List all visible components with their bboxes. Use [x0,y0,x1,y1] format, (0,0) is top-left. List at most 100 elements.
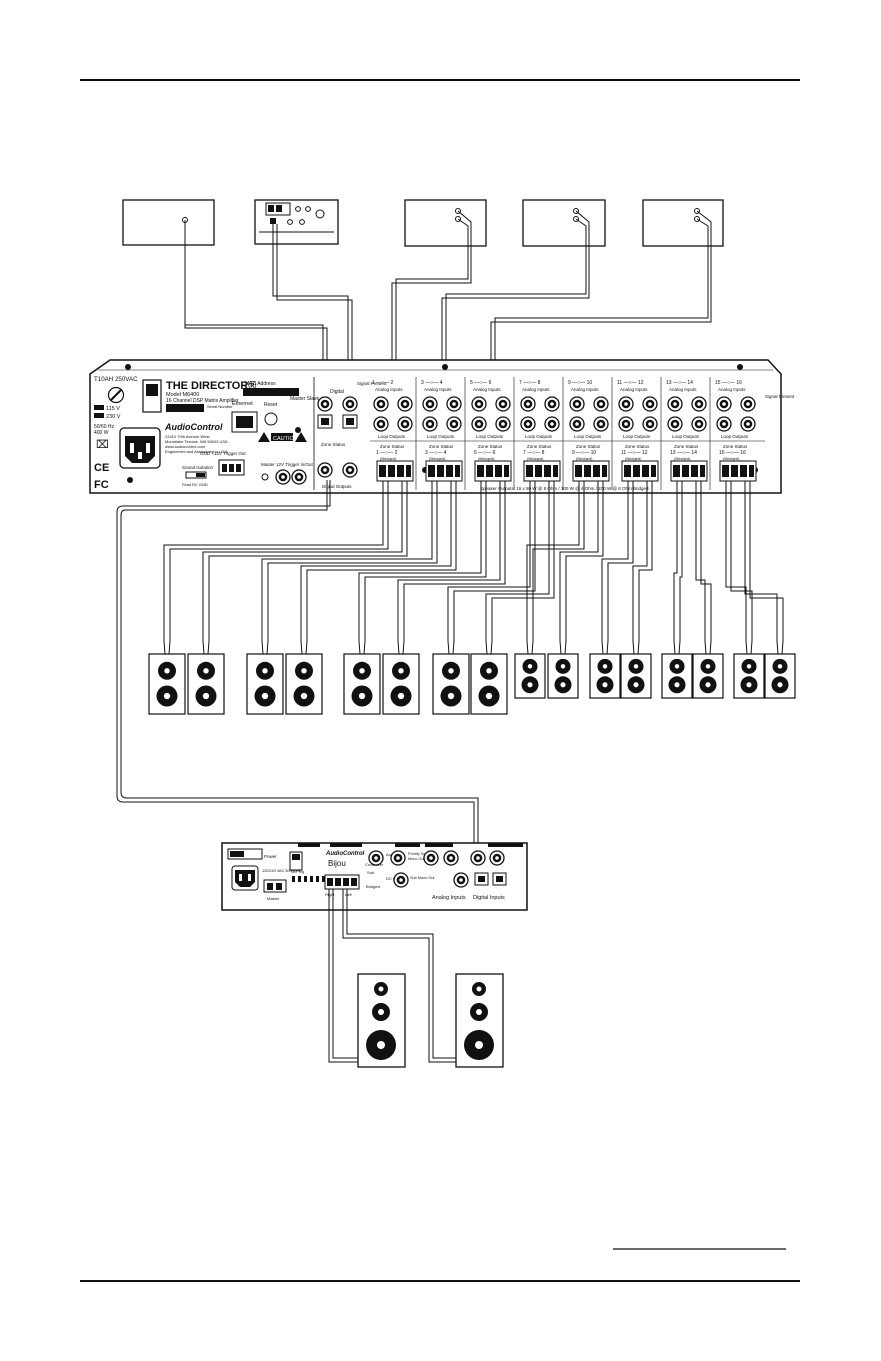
svg-text:Digital Inputs: Digital Inputs [473,895,505,901]
channel-group-5-6: 5 —○— 6 Analog Inputs Loop Outputs Zone … [470,380,512,482]
svg-text:Loop Outputs: Loop Outputs [721,434,749,439]
svg-text:15 —○— 16: 15 —○— 16 [715,380,742,386]
speaker-wire [632,481,648,655]
speaker-12 [620,653,652,699]
svg-text:Right: Right [325,892,335,897]
svg-text:Mountlake Terrace, WA 98043 US: Mountlake Terrace, WA 98043 USA [165,439,228,444]
svg-text:12V Trig: 12V Trig [291,870,304,874]
speaker-13 [661,653,693,699]
speaker-16 [764,653,796,699]
speaker-wire [266,481,438,655]
mac-address-box [243,388,299,396]
weee-icon: ⌧ [96,439,109,451]
speaker-wire [749,481,784,655]
speaker-wire [261,481,433,655]
speaker-wire [305,481,457,655]
svg-text:Master 12V Trigger In/Out: Master 12V Trigger In/Out [261,462,314,467]
speaker-wire [637,481,653,655]
speaker-wire [358,481,482,655]
svg-text:Sound Isolation: Sound Isolation [182,465,214,470]
speaker-wire [168,481,389,655]
svg-text:1 —○— 2: 1 —○— 2 [372,380,394,386]
warning-icon-2 [295,432,307,442]
svg-text:9 —○— 10: 9 —○— 10 [572,450,596,456]
svg-text:Bridged: Bridged [366,884,380,889]
speaker-wire [363,481,487,655]
svg-text:GND +12V Trigger Out: GND +12V Trigger Out [200,451,246,456]
director-amplifier: T10AH 250VAC 115 V 230 V 50/60 Hz 400 W … [89,359,795,494]
speaker-2 [187,653,225,715]
reset-button[interactable] [264,412,278,426]
svg-text:Priority Source: Priority Source [408,852,433,856]
speaker-wire [730,481,753,655]
svg-text:Loop Outputs: Loop Outputs [525,434,553,439]
speaker-wires [163,481,784,655]
svg-text:11 —○— 12: 11 —○— 12 [621,450,648,456]
svg-text:13 —○— 14: 13 —○— 14 [666,380,693,386]
svg-text:Zone Status: Zone Status [723,444,748,449]
bijou-speaker-left [357,973,406,1068]
svg-text:(Bridged): (Bridged) [723,456,740,461]
svg-text:Power: Power [264,854,277,859]
channel-group-9-10: 9 —○— 10 Analog Inputs Loop Outputs Zone… [568,380,610,482]
channel-group-1-2: 1 —○— 2 Analog Inputs Loop Outputs Zone … [372,380,414,482]
speaker-wire [202,481,403,655]
svg-text:Zone Status: Zone Status [625,444,650,449]
source-cables [184,210,712,398]
svg-text:Mono Out: Mono Out [408,857,426,861]
svg-text:Analog Inputs: Analog Inputs [620,387,648,392]
channel-group-11-12: 11 —○— 12 Analog Inputs Loop Outputs Zon… [617,380,659,482]
bijou-speaker-terminal[interactable] [324,874,360,890]
svg-text:(Bridged): (Bridged) [527,456,544,461]
speaker-wire [485,481,550,655]
svg-text:Zone Status: Zone Status [576,444,601,449]
svg-text:Analog Inputs: Analog Inputs [432,895,466,901]
svg-text:Signal Present: Signal Present [357,381,387,386]
svg-text:15 —○— 16: 15 —○— 16 [719,450,746,456]
speaker-wire [300,481,452,655]
svg-text:Model M6400: Model M6400 [166,392,199,398]
svg-text:(Bridged): (Bridged) [576,456,593,461]
svg-text:(Bridged): (Bridged) [478,456,495,461]
speaker-9 [514,653,546,699]
warning-icon [258,432,270,442]
serial-number-box [166,404,204,412]
speaker-wire [601,481,629,655]
speaker-15 [733,653,765,699]
ce-icon: CE [94,462,109,474]
svg-text:Loop Outputs: Loop Outputs [672,434,700,439]
speaker-wire [452,481,536,655]
svg-text:7 —○— 8: 7 —○— 8 [519,380,541,386]
bijou-amplifier: Power 120/240 VAC 50/60 Hz Master AudioC… [221,842,528,911]
channel-group-15-16: 15 —○— 16 Analog Inputs Loop Outputs Zon… [715,380,757,482]
fuse-label: T10AH 250VAC [94,376,138,383]
svg-text:(Bridged): (Bridged) [625,456,642,461]
speaker-wire [402,481,506,655]
svg-text:(Bridged): (Bridged) [429,456,446,461]
speaker-7 [432,653,470,715]
speaker-8 [470,653,508,715]
svg-text:3 —○— 4: 3 —○— 4 [425,450,447,456]
svg-text:Sub: Sub [367,870,375,875]
source-device-3 [404,199,487,247]
speaker-3 [246,653,284,715]
channel-groups: 1 —○— 2 Analog Inputs Loop Outputs Zone … [372,377,757,490]
speaker-wire [695,481,707,655]
svg-text:11 —○— 12: 11 —○— 12 [617,380,644,386]
speaker-wire [678,481,683,655]
svg-text:Aux: Aux [386,852,393,857]
svg-text:Signal Present: Signal Present [765,394,795,399]
speaker-wire [526,481,580,655]
svg-text:Serial Number: Serial Number [207,404,233,409]
svg-text:230 V: 230 V [106,414,121,420]
svg-text:16 Channel DSP Matrix Amplifie: 16 Channel DSP Matrix Amplifier [166,398,239,404]
svg-text:Analog Inputs: Analog Inputs [522,387,550,392]
svg-text:Float RC GND: Float RC GND [182,482,208,487]
svg-text:Left: Left [345,892,353,897]
svg-text:120/240 VAC 50/60 Hz: 120/240 VAC 50/60 Hz [262,869,301,873]
bijou-speaker-wires [328,889,459,1063]
svg-text:Analog Inputs: Analog Inputs [718,387,746,392]
svg-text:CAUTION: CAUTION [273,436,298,442]
speaker-wire [559,481,599,655]
speaker-wire [531,481,585,655]
